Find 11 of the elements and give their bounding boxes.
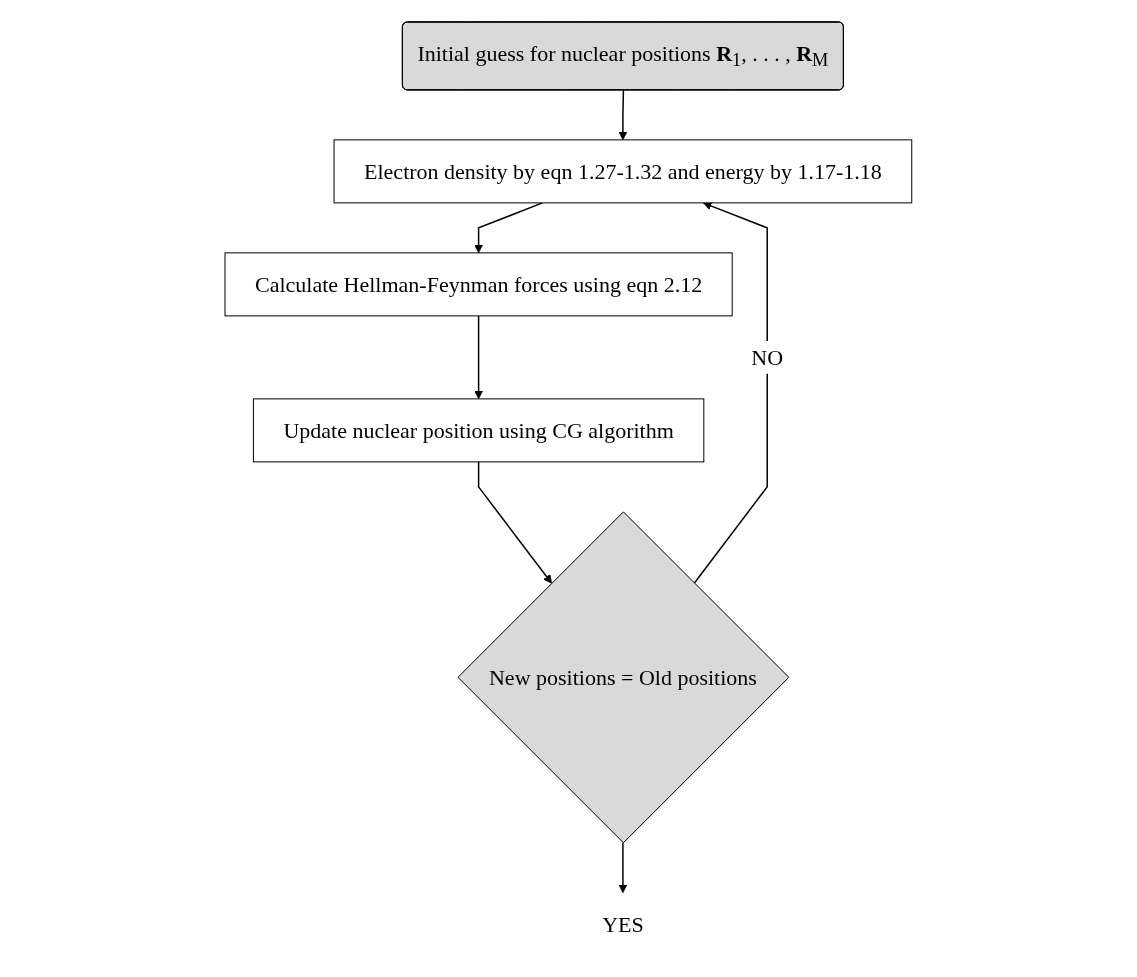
node-text: YES bbox=[602, 911, 644, 937]
arrow bbox=[618, 89, 628, 140]
node-diamond: New positions = Old positions bbox=[457, 511, 790, 843]
node-box: Calculate Hellman-Feynman forces using eqn 2.12 bbox=[224, 252, 733, 316]
arrow bbox=[474, 314, 484, 399]
node-box: Electron density by eqn 1.27-1.32 and energy by 1.17-1.18 bbox=[333, 139, 913, 203]
node-box: Update nuclear position using CG algorithm bbox=[253, 398, 705, 462]
edge-label: NO bbox=[751, 344, 784, 370]
arrow bbox=[693, 201, 769, 584]
arrow bbox=[477, 460, 553, 584]
arrow bbox=[618, 841, 628, 893]
